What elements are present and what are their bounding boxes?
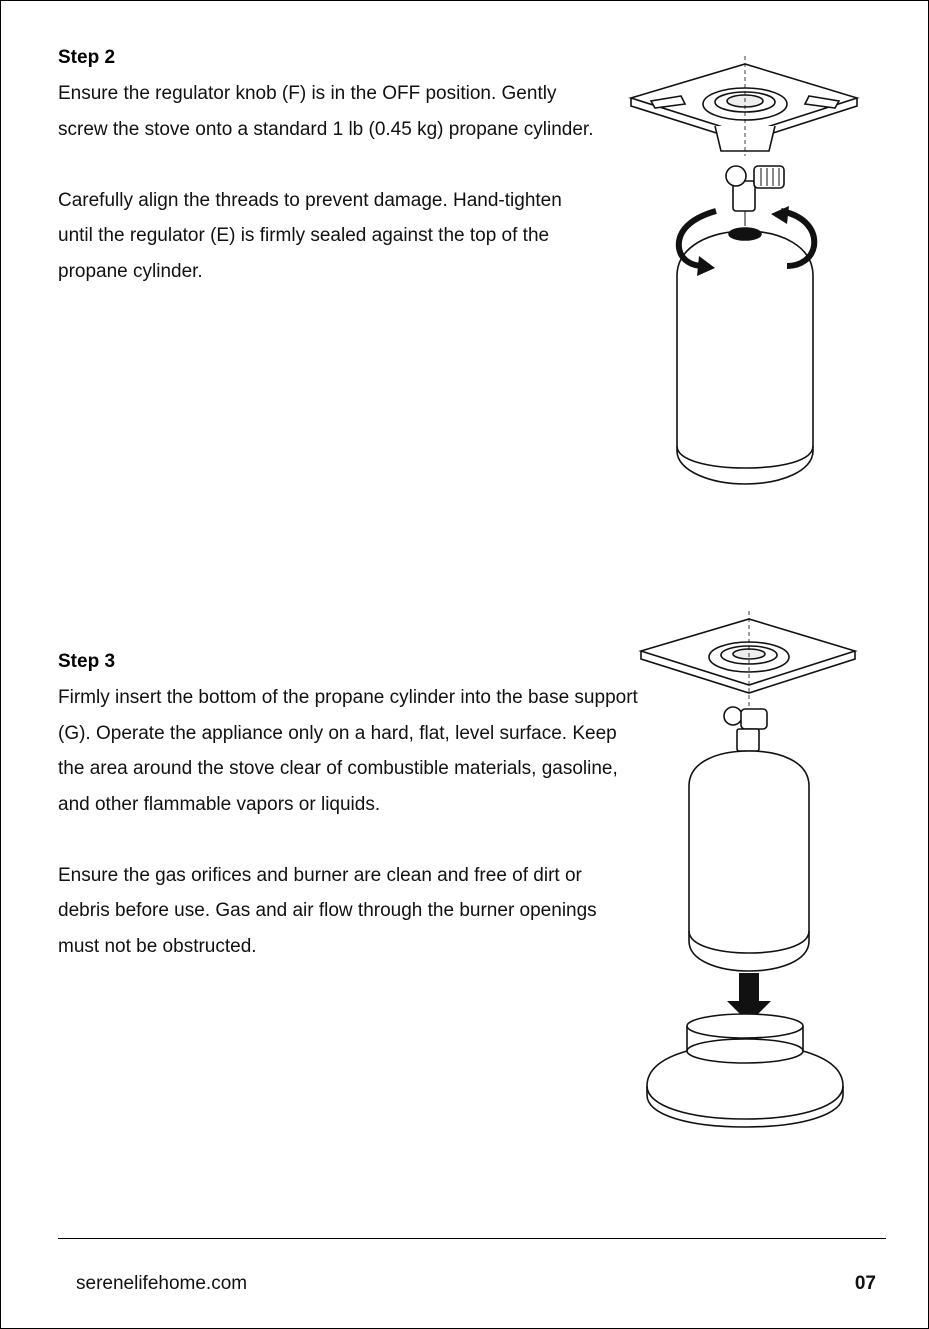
step-2-paragraph-1: Ensure the regulator knob (F) is in the … bbox=[58, 83, 594, 140]
step-3-paragraph-1: Firmly insert the bottom of the propane … bbox=[58, 687, 638, 815]
cylinder-into-base-illustration bbox=[629, 611, 865, 1131]
step-3-section: Step 3 Firmly insert the bottom of the p… bbox=[58, 644, 638, 964]
step-2-section: Step 2 Ensure the regulator knob (F) is … bbox=[58, 40, 598, 289]
stove-screw-onto-cylinder-illustration bbox=[621, 56, 861, 491]
step-3-paragraph-2: Ensure the gas orifices and burner are c… bbox=[58, 864, 597, 957]
footer-divider bbox=[58, 1238, 886, 1239]
step-3-title: Step 3 bbox=[58, 651, 116, 672]
step-2-title: Step 2 bbox=[58, 47, 116, 68]
page-number: 07 bbox=[854, 1273, 876, 1294]
step-2-paragraph-2: Carefully align the threads to prevent d… bbox=[58, 189, 562, 282]
footer-website: serenelifehome.com bbox=[76, 1273, 248, 1294]
